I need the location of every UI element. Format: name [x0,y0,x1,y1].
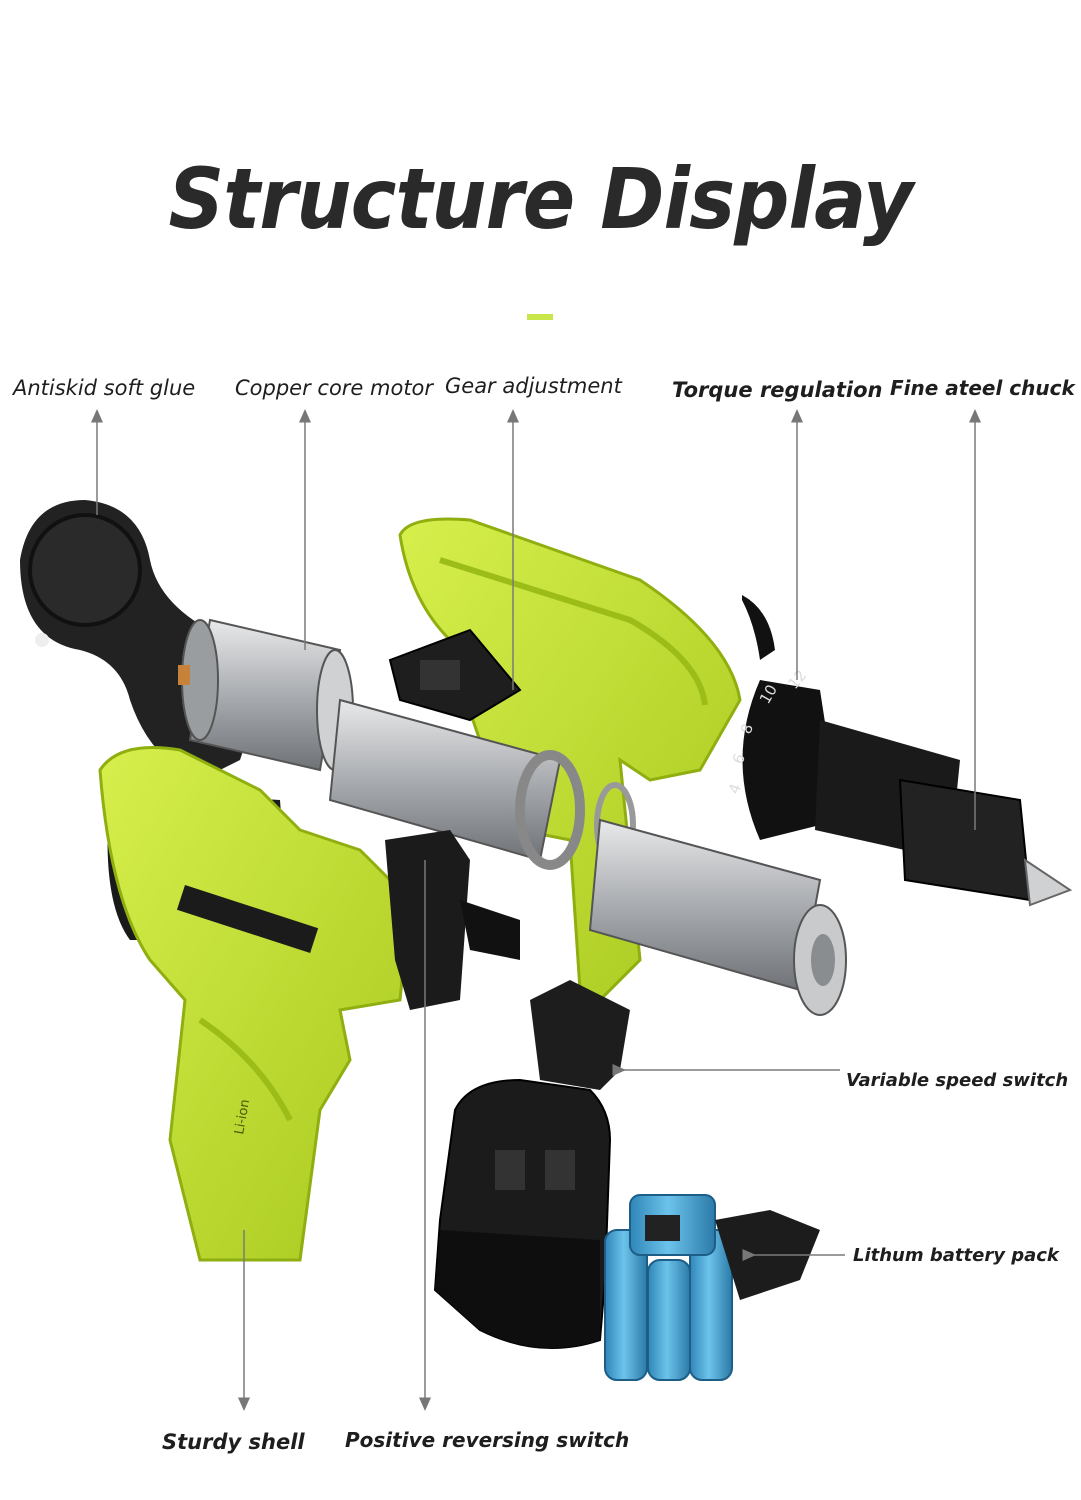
label-torque-regulation: Torque regulation [672,378,883,402]
label-positive-reversing-switch: Positive reversing switch [345,1428,630,1452]
page-title: Structure Display [168,150,914,248]
gear-adjustment [388,628,522,722]
label-sturdy-shell: Sturdy shell [162,1430,305,1454]
sturdy-shell: Li-ion [98,746,412,1262]
label-copper-core-motor: Copper core motor [235,376,434,400]
label-antiskid-soft-glue: Antiskid soft glue [13,376,196,400]
accent-bar [527,314,553,320]
variable-speed-switch [530,980,630,1090]
reversing-switch [385,830,520,1010]
grip-text: Li-ion [232,1098,253,1135]
label-variable-speed-switch: Variable speed switch [846,1070,1069,1091]
gearbox [328,698,847,1016]
copper-core-motor [178,618,354,772]
battery-cells [604,1194,820,1381]
leader-lines [91,409,981,1411]
label-lithium-battery-pack: Lithum battery pack [853,1245,1059,1266]
battery-case [433,1078,612,1349]
dial-number: 4 [725,781,745,796]
label-gear-adjustment: Gear adjustment [445,374,622,398]
label-fine-steel-chuck: Fine ateel chuck [890,376,1075,400]
torque-and-chuck: 4 6 8 10 12 [725,595,1073,907]
